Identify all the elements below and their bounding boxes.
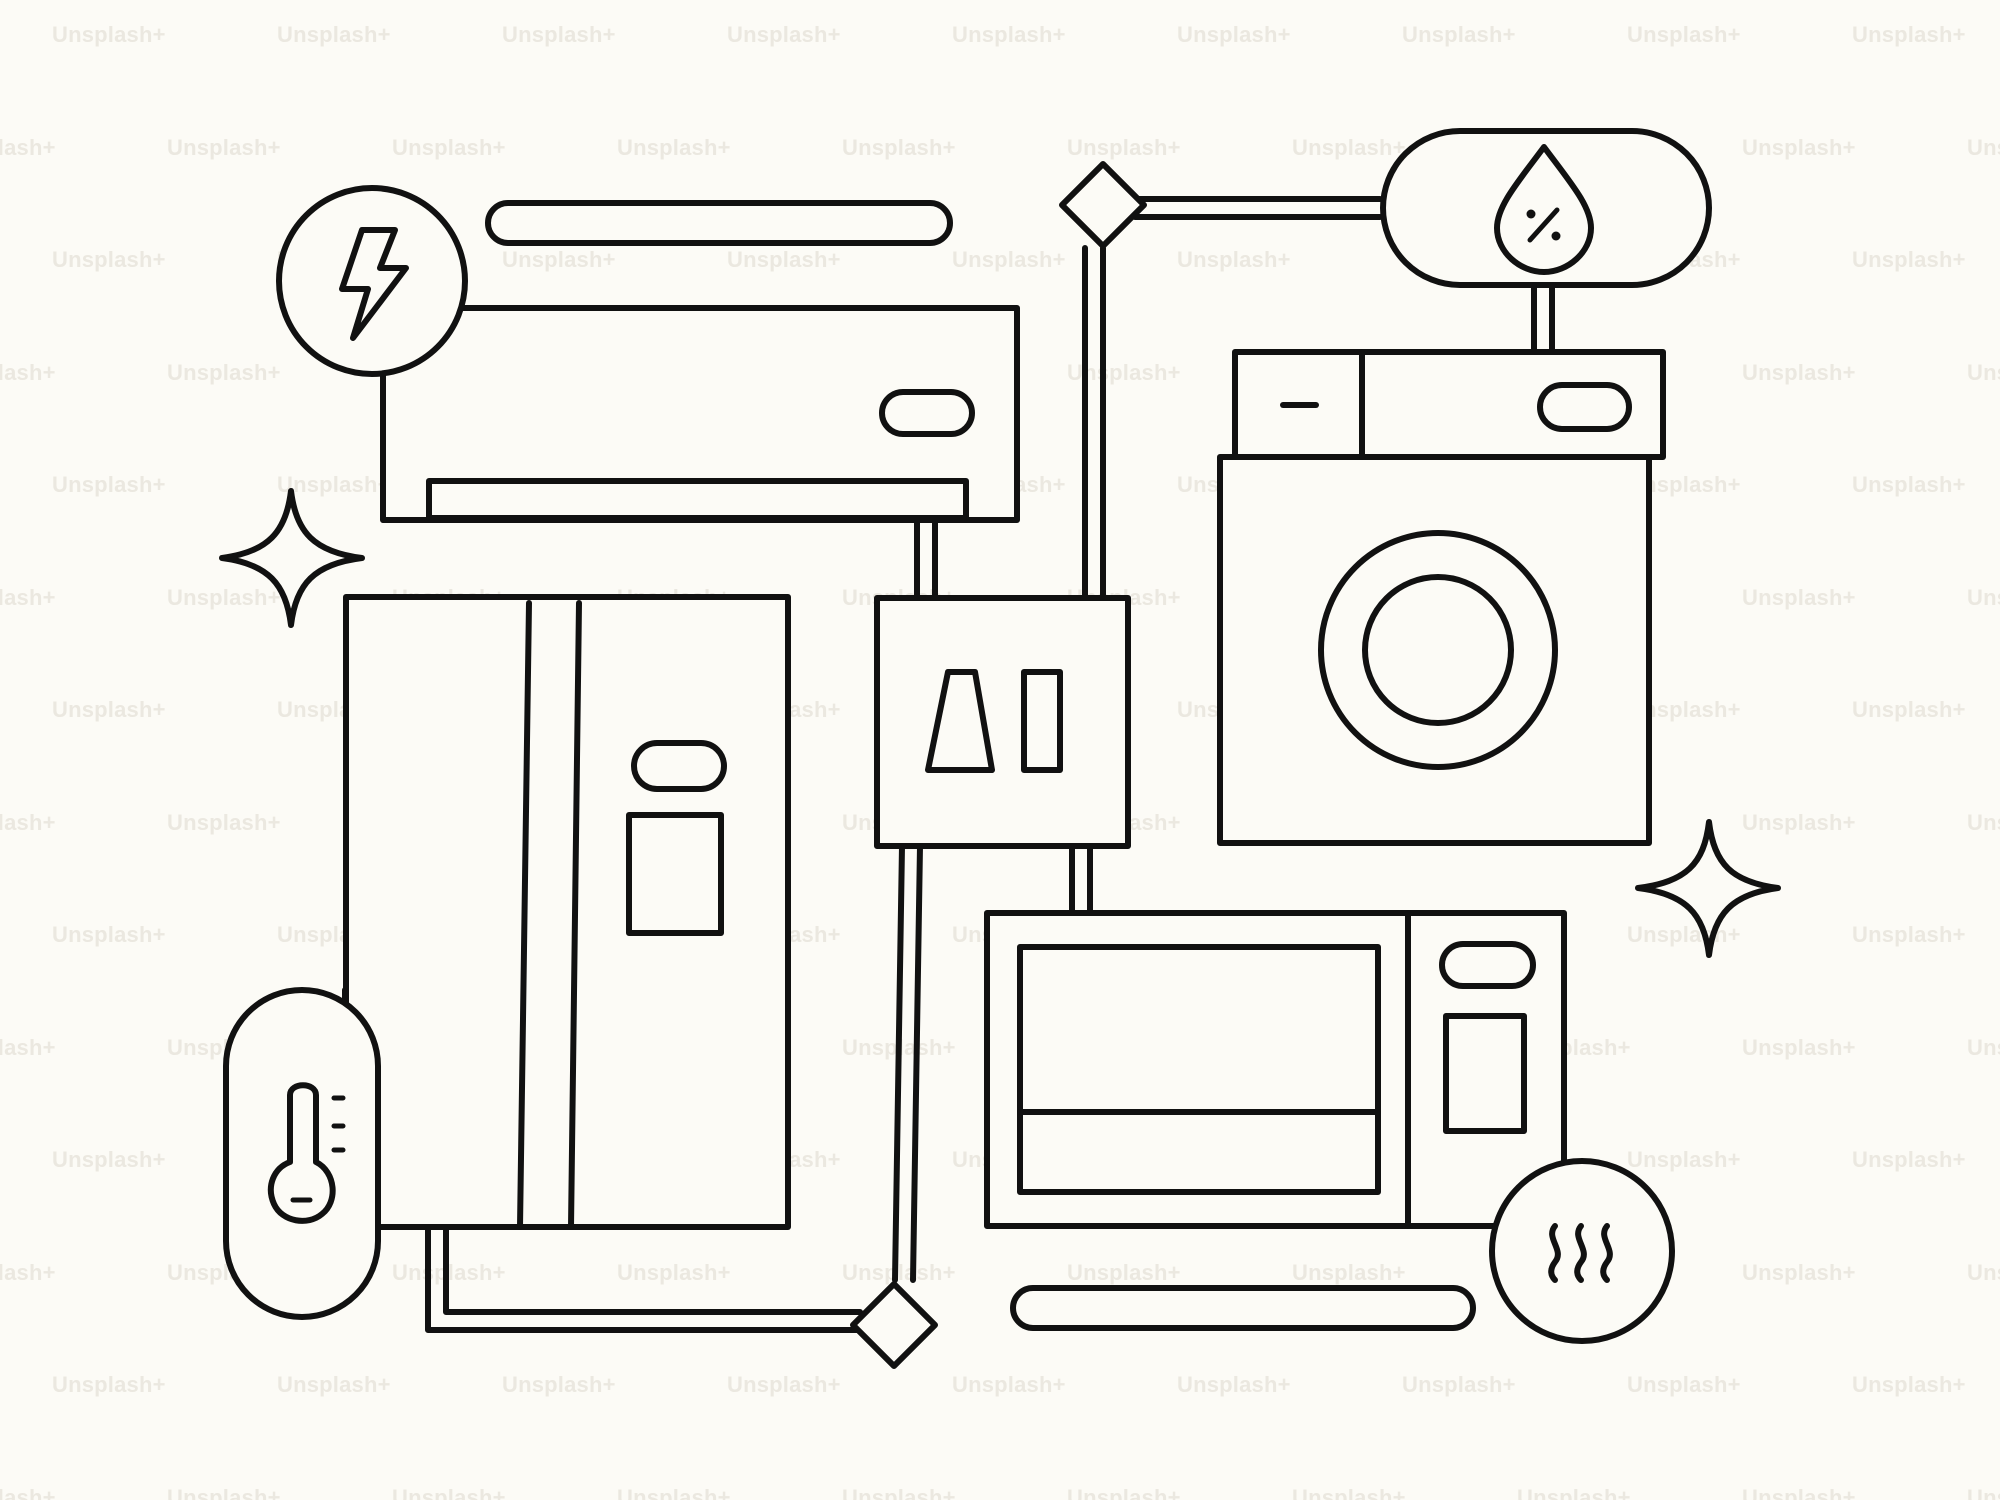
power-badge-circle (276, 185, 468, 377)
fridge-dispenser (626, 812, 724, 936)
washer-indicator (1537, 382, 1632, 432)
wire-ac-hub (914, 517, 938, 601)
ai-hub-glyph-i (1021, 669, 1063, 773)
wire-fridge-bottom (425, 1227, 863, 1333)
microwave-body (984, 910, 1567, 1229)
humidity-pill (1380, 128, 1712, 288)
wire-diamond-hub (1082, 245, 1106, 601)
ai-hub-glyph-a (925, 669, 995, 773)
microwave (984, 910, 1567, 1229)
humidity-badge (1380, 128, 1712, 288)
thermometer-icon (267, 1082, 346, 1224)
temperature-badge (223, 987, 381, 1320)
wire-top-right (1132, 196, 1383, 220)
ai-hub-box (874, 595, 1131, 849)
temperature-pill (223, 987, 381, 1320)
microwave-door-window (1017, 944, 1381, 1195)
heat-waves-icon (1548, 1223, 1613, 1283)
ai-hub: AI (874, 595, 1131, 849)
washer-door-inner (1362, 574, 1514, 726)
ac-body (380, 305, 1020, 523)
fridge-dispenser-button (631, 740, 727, 792)
ac-vent (426, 478, 969, 521)
ac-indicator (879, 389, 975, 437)
fridge-body (343, 594, 791, 1230)
washer-door-outer (1318, 530, 1558, 770)
bottom-status-bar (1010, 1285, 1476, 1331)
refrigerator (343, 594, 791, 1230)
wire-hub-microwave (1069, 843, 1093, 916)
connector-diamond-top (1058, 160, 1148, 250)
connector-diamond-bottom (849, 1280, 939, 1370)
washing-machine (1217, 349, 1666, 846)
microwave-keypad (1443, 1013, 1527, 1134)
sparkle-star-icon (1635, 819, 1781, 958)
microwave-indicator (1439, 941, 1536, 989)
heat-badge (1489, 1158, 1675, 1344)
top-status-bar (485, 200, 953, 246)
water-drop-percent-icon (1494, 144, 1594, 275)
air-conditioner (380, 305, 1020, 523)
lightning-bolt-icon (339, 227, 409, 341)
power-badge (276, 185, 468, 377)
washer-body (1217, 454, 1652, 846)
wire-hub-bottom (892, 843, 923, 1283)
sparkle-star-icon (219, 488, 365, 628)
fridge-door-gap (517, 600, 582, 1230)
wire-humidity-washer (1531, 282, 1555, 355)
